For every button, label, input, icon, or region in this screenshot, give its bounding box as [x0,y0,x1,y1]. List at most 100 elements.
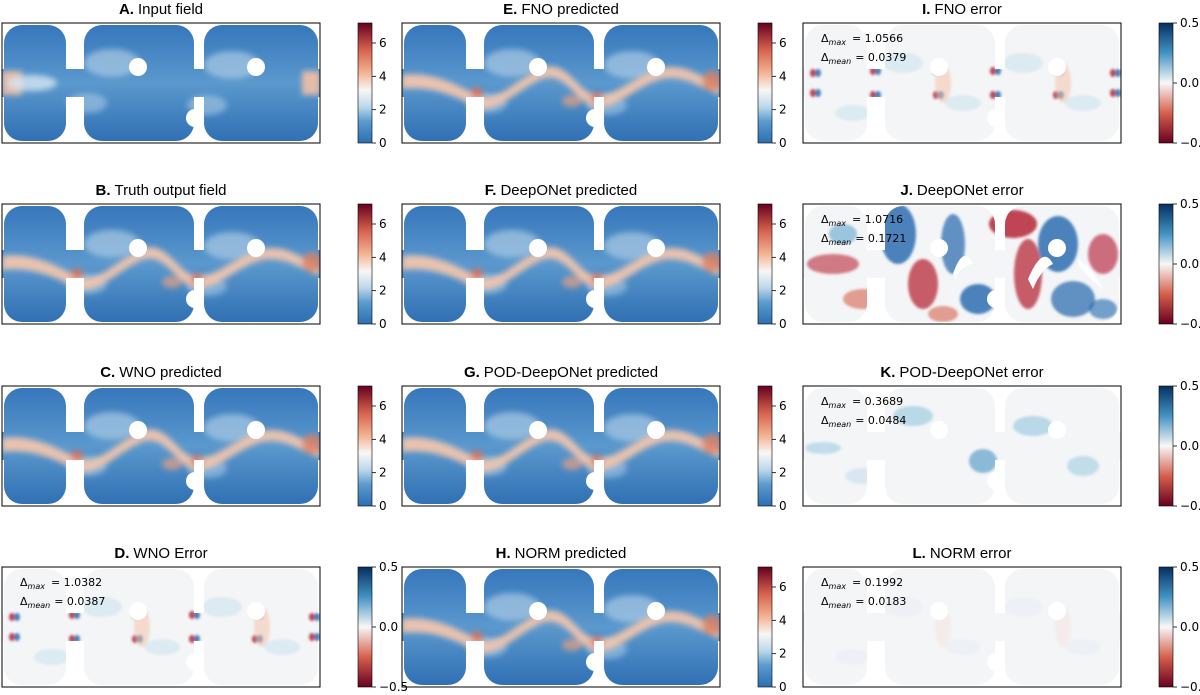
panel-letter: I. [922,1,930,18]
err-mean-label: Δmean= 0.0387 [20,595,105,610]
obstacle [987,472,1005,490]
colorbar-H [757,566,773,688]
panel-letter: L. [912,545,925,562]
obstacle [247,58,265,76]
heatmap-E [402,25,720,141]
panel-title-B: B.Truth output field [95,182,226,199]
axes-frame [401,385,721,507]
err-max-value: = 1.0716 [852,213,903,226]
panel-title-E: E.FNO predicted [503,1,619,18]
obstacle [66,653,84,671]
panel-letter: H. [496,545,511,562]
err-mean-label: Δmean= 0.1721 [821,232,906,247]
err-mean-value: = 0.0387 [54,595,105,608]
colorbar-tick-label: −0.5 [1180,680,1200,694]
colorbar-D [357,566,373,688]
colorbar-tick-label: 4 [779,69,787,83]
obstacle [987,290,1005,308]
error-background [2,569,320,685]
panel-title-G: G.POD-DeepONet predicted [464,364,658,381]
colorbar-B [357,203,373,325]
field-background [402,569,720,685]
obstacle [867,472,885,490]
colorbar-tick-label: 6 [379,36,387,50]
heatmap-I [803,25,1121,141]
panel-letter: G. [464,364,480,381]
colorbar-tick-label: 4 [379,69,387,83]
obstacle [247,421,265,439]
colorbar-tick-label: 4 [779,613,787,627]
panel-title-text: Input field [138,1,203,18]
colorbar-tick-label: 0.0 [379,620,398,634]
axes-frame [401,22,721,144]
obstacle [1048,58,1066,76]
heatmap-J [803,206,1121,322]
colorbar-tick-label: −0.5 [1180,499,1200,513]
obstacle [247,602,265,620]
obstacle [466,653,484,671]
err-max-value: = 1.0566 [852,32,903,45]
colorbar-tick-label: 0.5 [1180,379,1199,393]
panel-title-C: C.WNO predicted [100,364,222,381]
field-background [402,388,720,504]
obstacle [586,653,604,671]
err-max-value: = 1.0382 [51,576,102,589]
colorbar-tick-label: 4 [379,250,387,264]
colorbar-tick-label: 0 [379,136,387,150]
colorbar-tick-label: 0.5 [379,560,398,574]
panel-title-I: I.FNO error [922,1,1002,18]
err-mean-label: Δmean= 0.0183 [821,595,906,610]
obstacle [186,109,204,127]
obstacle [647,602,665,620]
heatmap-A [2,25,320,141]
obstacle [987,653,1005,671]
colorbar-tick-label: 2 [379,284,387,298]
colorbar-tick-label: 6 [379,399,387,413]
obstacle [66,472,84,490]
obstacle [586,472,604,490]
panel-title-text: WNO Error [133,545,207,562]
axes-frame [401,203,721,325]
panel-title-K: K.POD-DeepONet error [880,364,1043,381]
obstacle [867,290,885,308]
colorbar-K [1158,385,1174,507]
panel-letter: E. [503,1,517,18]
obstacle [930,602,948,620]
panel-letter: D. [114,545,129,562]
colorbar-tick-label: 2 [779,466,787,480]
colorbar-tick-label: 0.5 [1180,16,1199,30]
obstacle [66,109,84,127]
obstacle [129,421,147,439]
error-background [803,388,1121,504]
axes-frame [802,385,1122,507]
colorbar-tick-label: 2 [779,284,787,298]
err-mean-label: Δmean= 0.0484 [821,414,906,429]
obstacle [1048,239,1066,257]
field-background [2,388,320,504]
axes-frame [401,566,721,688]
panel-title-A: A.Input field [119,1,203,18]
axes-frame [1,566,321,688]
panel-letter: C. [100,364,115,381]
colorbar-tick-label: 6 [779,399,787,413]
obstacle [1048,602,1066,620]
colorbar-tick-label: 0.0 [1180,76,1199,90]
panel-title-text: Truth output field [114,182,226,199]
err-mean-value: = 0.0379 [855,51,906,64]
obstacle [586,109,604,127]
colorbar-tick-label: 6 [379,217,387,231]
colorbar-tick-label: 0.0 [1180,620,1199,634]
panel-title-text: NORM error [930,545,1012,562]
colorbar-tick-label: 4 [779,250,787,264]
error-background [803,569,1121,685]
panel-title-text: WNO predicted [119,364,222,381]
field-background [402,206,720,322]
colorbar-tick-label: 6 [779,217,787,231]
panel-letter: A. [119,1,134,18]
obstacle [647,58,665,76]
